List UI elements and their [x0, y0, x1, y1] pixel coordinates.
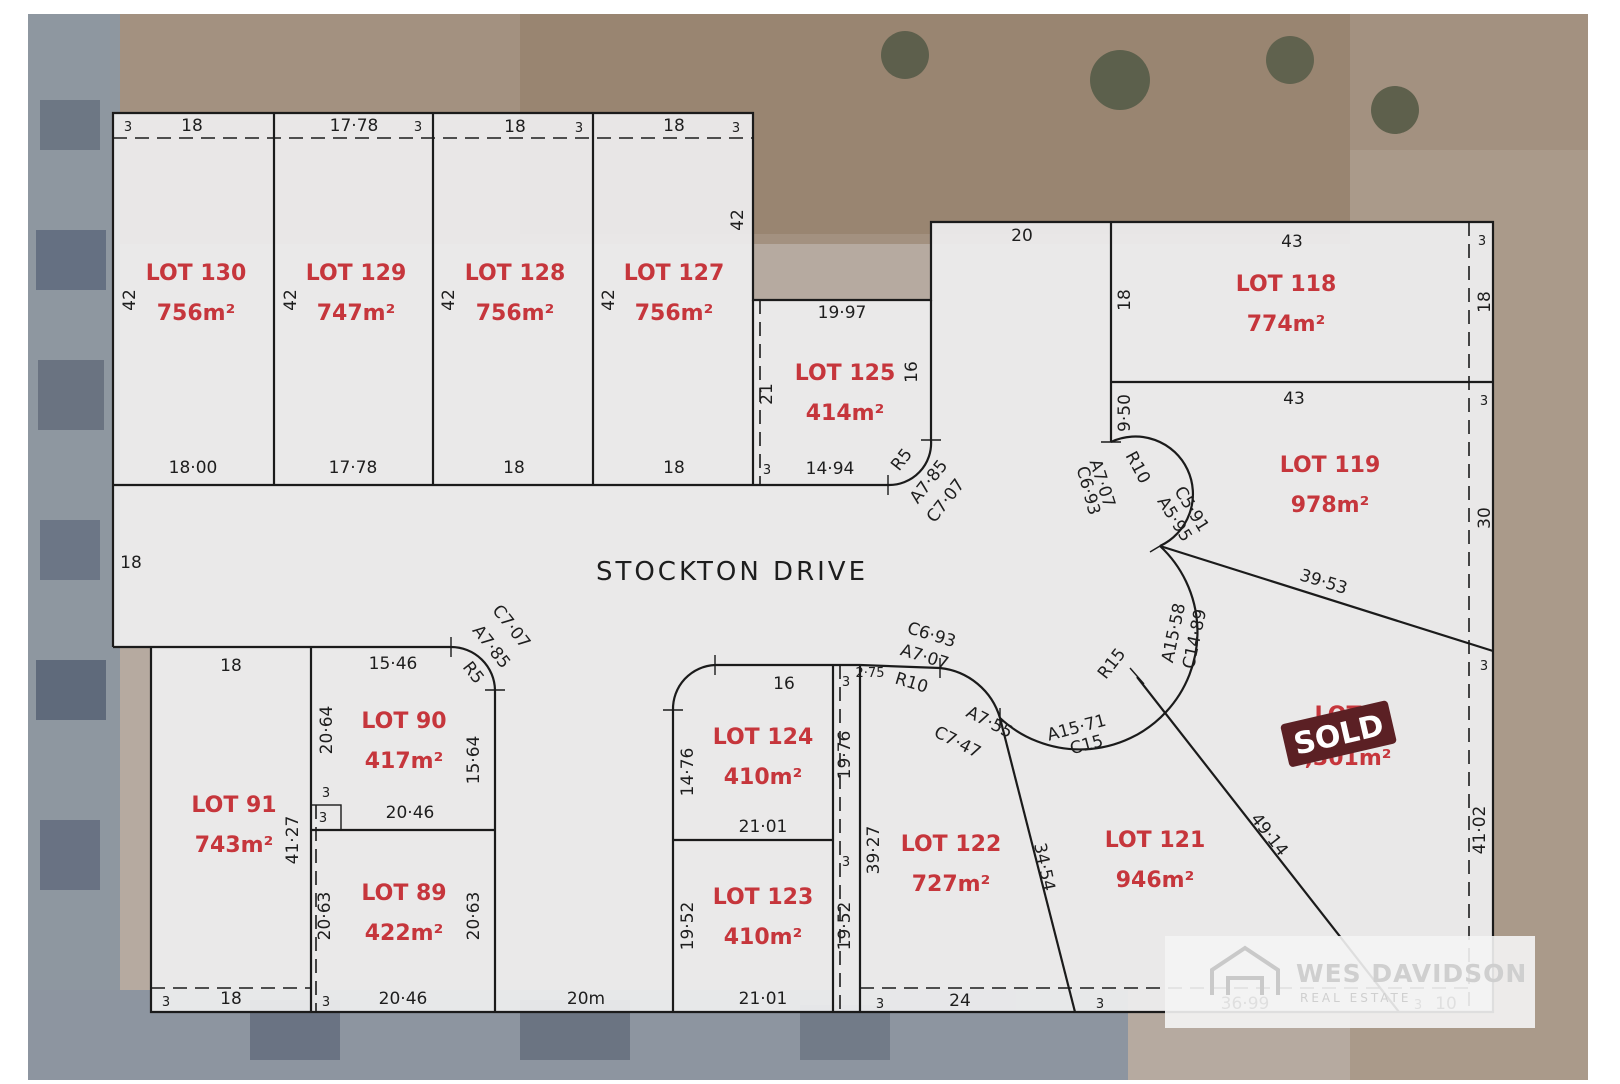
lot-123-area: 410m²	[724, 925, 802, 950]
dimension-label: 16	[902, 361, 922, 383]
dimension-label: 20	[1011, 226, 1033, 246]
dimension-label: 42	[728, 209, 748, 231]
dimension-label: 14·94	[806, 459, 855, 479]
dimension-label: 39·27	[864, 826, 884, 875]
lot-130-area: 756m²	[157, 301, 235, 326]
dimension-label: 42	[599, 289, 619, 311]
lot-125-area: 414m²	[806, 401, 884, 426]
dimension-label: 43	[1283, 389, 1305, 409]
lot-123-name: LOT 123	[713, 885, 814, 910]
dimension-label: 16	[773, 674, 795, 694]
dimension-label: 24	[949, 991, 971, 1011]
dimension-label: 3	[1478, 234, 1486, 249]
lot-122-area: 727m²	[912, 872, 990, 897]
dimension-label: 18	[220, 656, 242, 676]
dimension-label: 18	[181, 116, 203, 136]
dimension-label: 3	[732, 121, 740, 136]
street-name: STOCKTON DRIVE	[596, 557, 868, 587]
dimension-label: 3	[319, 811, 327, 826]
dimension-label: 3	[124, 120, 132, 135]
lot-89-name: LOT 89	[361, 881, 446, 906]
dimension-label: 18	[663, 458, 685, 478]
lot-91-name: LOT 91	[191, 793, 276, 818]
dimension-label: 3	[162, 995, 170, 1010]
lot-boundaries	[111, 111, 1495, 1014]
dimension-label: 43	[1281, 232, 1303, 252]
lot-128-area: 756m²	[476, 301, 554, 326]
watermark-tagline: REAL ESTATE	[1300, 991, 1411, 1005]
lot-127-area: 756m²	[635, 301, 713, 326]
dimension-label: 19·52	[678, 902, 698, 951]
dimension-label: 18·00	[169, 458, 218, 478]
dimension-label: 3	[1480, 394, 1488, 409]
dimension-label: 15·46	[369, 654, 418, 674]
dimension-label: 3	[1096, 997, 1104, 1012]
dimension-label: 20·63	[315, 892, 335, 941]
lot-119-area: 978m²	[1291, 493, 1369, 518]
dimension-label: 3	[842, 675, 850, 690]
dimension-label: 3	[414, 120, 422, 135]
lot-129-area: 747m²	[317, 301, 395, 326]
dimension-label: 42	[281, 289, 301, 311]
watermark-company: WES DAVIDSON	[1296, 959, 1527, 988]
dimension-label: 19·76	[835, 731, 855, 780]
dimension-label: 3	[575, 121, 583, 136]
dimension-label: 17·78	[330, 116, 379, 136]
dimension-label: 17·78	[329, 458, 378, 478]
dimension-label: 3	[322, 786, 330, 801]
dimension-label: 3	[1480, 659, 1488, 674]
dimension-label: 20·63	[464, 892, 484, 941]
dimension-label: 19·97	[818, 303, 867, 323]
dimension-label: 18	[1115, 289, 1135, 311]
dimension-label: 18	[220, 989, 242, 1009]
dimension-label: 30	[1475, 507, 1495, 529]
dimension-label: 20m	[567, 989, 605, 1009]
dimension-label: 21	[757, 383, 777, 405]
dimension-label: 18	[503, 458, 525, 478]
lot-labels: LOT 130 756m² LOT 129 747m² LOT 128 756m…	[146, 261, 1392, 950]
dimension-label: 18	[1475, 291, 1495, 313]
dimension-label: 21·01	[739, 817, 788, 837]
dimension-label: 20·64	[317, 706, 337, 755]
dimension-label: 9·50	[1115, 394, 1135, 432]
lot-119-name: LOT 119	[1280, 453, 1381, 478]
lot-90-area: 417m²	[365, 749, 443, 774]
dimension-label: 20·46	[386, 803, 435, 823]
dimension-label: 2·75	[856, 666, 885, 681]
lot-124-area: 410m²	[724, 765, 802, 790]
dimension-label: 20·46	[379, 989, 428, 1009]
dimension-label: 3	[876, 997, 884, 1012]
lot-90-name: LOT 90	[361, 709, 446, 734]
dimension-label: 18	[120, 553, 142, 573]
lot-121-area: 946m²	[1116, 868, 1194, 893]
lot-124-name: LOT 124	[713, 725, 814, 750]
dimension-label: 3	[842, 855, 850, 870]
dimension-label: 41·02	[1470, 806, 1490, 855]
lot-127-name: LOT 127	[624, 261, 725, 286]
dimension-label: 18	[663, 116, 685, 136]
dimension-label: 19·52	[835, 902, 855, 951]
dimension-label: 3	[763, 463, 771, 478]
lot-122-name: LOT 122	[901, 832, 1002, 857]
lot-91-area: 743m²	[195, 833, 273, 858]
dimension-label: 21·01	[739, 989, 788, 1009]
dimension-label: 41·27	[283, 816, 303, 865]
lot-125-name: LOT 125	[795, 361, 896, 386]
lot-118-area: 774m²	[1247, 312, 1325, 337]
dimension-label: 14·76	[678, 748, 698, 797]
lot-128-name: LOT 128	[465, 261, 566, 286]
lot-121-name: LOT 121	[1105, 828, 1206, 853]
house-logo-icon	[1210, 945, 1280, 995]
dimension-label: 15·64	[464, 736, 484, 785]
lot-118-name: LOT 118	[1236, 272, 1337, 297]
agency-watermark: WES DAVIDSON REAL ESTATE	[1165, 936, 1535, 1028]
lot-89-area: 422m²	[365, 921, 443, 946]
lot-130-name: LOT 130	[146, 261, 247, 286]
dimension-label: 3	[322, 995, 330, 1010]
dimension-label: 42	[120, 289, 140, 311]
lot-129-name: LOT 129	[306, 261, 407, 286]
dimension-label: 42	[439, 289, 459, 311]
dimension-label: 18	[504, 117, 526, 137]
